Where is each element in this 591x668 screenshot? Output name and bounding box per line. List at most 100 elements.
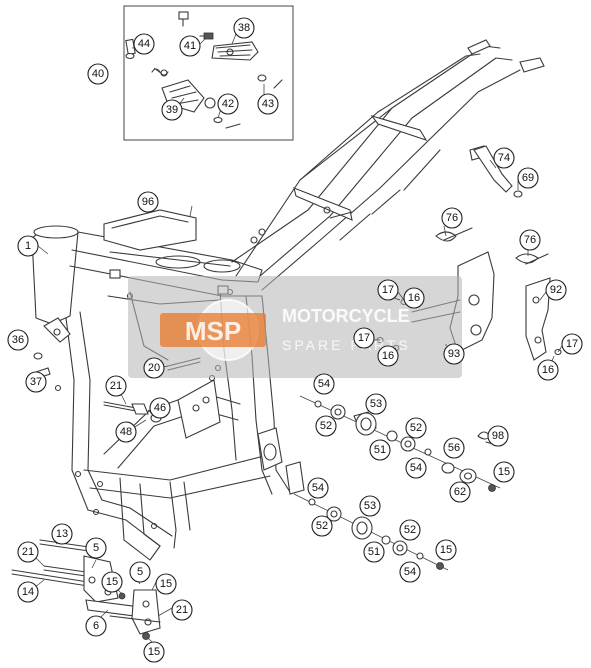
callout-51-upper-label: 51 xyxy=(374,444,386,456)
callout-44: 44 xyxy=(133,33,155,55)
callout-43-label: 43 xyxy=(262,98,274,110)
callout-74-label: 74 xyxy=(498,152,510,164)
callout-15-engine-lower: 15 xyxy=(435,539,457,561)
callout-6-label: 6 xyxy=(93,620,99,632)
callout-76-left: 76 xyxy=(441,207,463,229)
callout-14-label: 14 xyxy=(22,586,34,598)
callout-51-upper: 51 xyxy=(369,439,391,461)
callout-76-right-label: 76 xyxy=(524,234,536,246)
callout-16-right: 16 xyxy=(537,359,559,381)
callout-52-lower-left-label: 52 xyxy=(316,520,328,532)
callout-15-bottom-label: 15 xyxy=(148,646,160,658)
cable-tie-left xyxy=(435,227,473,242)
frame-bolt-36 xyxy=(33,352,43,360)
callout-15-bracket-left-label: 15 xyxy=(106,576,118,588)
callout-15-engine-upper: 15 xyxy=(493,461,515,483)
callout-21-left: 21 xyxy=(17,541,39,563)
callout-76-right: 76 xyxy=(519,229,541,251)
callout-48: 48 xyxy=(115,421,137,443)
callout-40: 40 xyxy=(87,63,109,85)
bolt-21-left xyxy=(103,401,149,415)
callout-52-lower-right: 52 xyxy=(399,519,421,541)
cable-tie-right xyxy=(515,253,549,265)
callout-96: 96 xyxy=(137,191,159,213)
callout-62-label: 62 xyxy=(454,486,466,498)
callout-39: 39 xyxy=(161,99,183,121)
callout-21-right: 21 xyxy=(171,599,193,621)
callout-17-upper: 17 xyxy=(377,279,399,301)
callout-44-label: 44 xyxy=(138,38,150,50)
callout-17-upper-label: 17 xyxy=(382,284,394,296)
callout-13: 13 xyxy=(51,523,73,545)
callout-93: 93 xyxy=(443,343,465,365)
callout-16-right-label: 16 xyxy=(542,364,554,376)
callout-37: 37 xyxy=(25,371,47,393)
callout-39-label: 39 xyxy=(166,104,178,116)
callout-5-top: 5 xyxy=(85,537,107,559)
inset-small-ring xyxy=(257,74,283,89)
inset-washer xyxy=(213,116,241,129)
callout-51-lower: 51 xyxy=(363,541,385,563)
callout-69-label: 69 xyxy=(522,172,534,184)
callout-76-left-label: 76 xyxy=(446,212,458,224)
callout-17-right: 17 xyxy=(561,333,583,355)
callout-74: 74 xyxy=(493,147,515,169)
callout-53-lower: 53 xyxy=(359,495,381,517)
callout-69: 69 xyxy=(517,167,539,189)
callout-52-upper-right-label: 52 xyxy=(410,422,422,434)
callout-15-bracket-right: 15 xyxy=(155,573,177,595)
callout-53-upper-label: 53 xyxy=(370,398,382,410)
inset-bolt-top xyxy=(178,11,189,27)
callout-54-upper-right-label: 54 xyxy=(410,462,422,474)
footrest-kit-inset xyxy=(123,5,294,141)
callout-52-upper-left: 52 xyxy=(315,415,337,437)
callout-36-label: 36 xyxy=(12,334,24,346)
watermark-line1: MOTORCYCLE xyxy=(282,306,410,326)
callout-15-engine-upper-label: 15 xyxy=(498,466,510,478)
callout-98: 98 xyxy=(487,425,509,447)
callout-41: 41 xyxy=(179,35,201,57)
inset-screw xyxy=(199,32,214,40)
callout-36: 36 xyxy=(7,329,29,351)
callout-54-upper-left: 54 xyxy=(313,373,335,395)
callout-13-label: 13 xyxy=(56,528,68,540)
callout-1-label: 1 xyxy=(25,240,31,252)
callout-92-label: 92 xyxy=(550,284,562,296)
callout-54-lower-right-label: 54 xyxy=(404,566,416,578)
bracket-74 xyxy=(473,145,523,198)
callout-16-lower-label: 16 xyxy=(382,350,394,362)
callout-42: 42 xyxy=(217,93,239,115)
tank-bracket xyxy=(103,209,197,251)
callout-54-lower-left: 54 xyxy=(307,477,329,499)
callout-54-upper-right: 54 xyxy=(405,457,427,479)
watermark-logo: MSP xyxy=(160,299,266,361)
callouts: 1 5 5 6 13 14 15 xyxy=(7,17,583,663)
callout-5-top-label: 5 xyxy=(93,542,99,554)
callout-96-label: 96 xyxy=(142,196,154,208)
callout-54-lower-right: 54 xyxy=(399,561,421,583)
watermark-line2: SPARE PARTS xyxy=(282,337,411,353)
callout-21-left-label: 21 xyxy=(22,546,34,558)
main-frame xyxy=(31,39,545,561)
callout-62: 62 xyxy=(449,481,471,503)
callout-98-label: 98 xyxy=(492,430,504,442)
callout-15-bracket-left: 15 xyxy=(101,571,123,593)
engine-mount-stack-upper xyxy=(299,395,501,492)
callout-6: 6 xyxy=(85,615,107,637)
callout-93-label: 93 xyxy=(448,348,460,360)
watermark-logo-text: MSP xyxy=(185,316,241,346)
fork-guard-92 xyxy=(525,277,562,361)
callout-46-label: 46 xyxy=(154,402,166,414)
callout-43: 43 xyxy=(257,93,279,115)
callout-17-lower: 17 xyxy=(353,327,375,349)
callout-16-upper: 16 xyxy=(403,287,425,309)
callout-21-frame-label: 21 xyxy=(110,380,122,392)
engine-mount-stack-lower xyxy=(293,493,449,571)
callout-52-upper-left-label: 52 xyxy=(320,420,332,432)
callout-1: 1 xyxy=(17,235,39,257)
callout-56-label: 56 xyxy=(448,442,460,454)
callout-37-label: 37 xyxy=(30,376,42,388)
callout-15-engine-lower-label: 15 xyxy=(440,544,452,556)
callout-15-bottom: 15 xyxy=(143,641,165,663)
